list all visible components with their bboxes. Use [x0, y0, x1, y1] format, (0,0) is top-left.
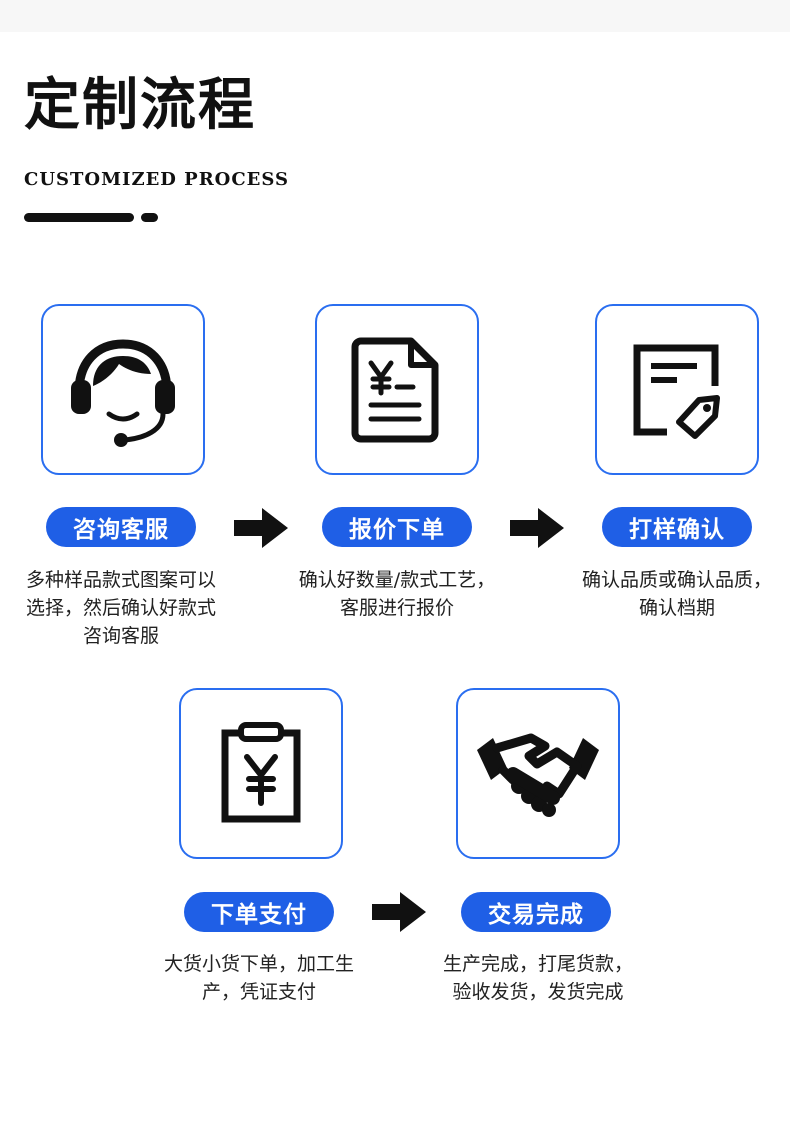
sample-tag-document-icon [633, 344, 720, 439]
handshake-icon [477, 733, 599, 817]
step-2-card [315, 304, 479, 475]
step-3-card [595, 304, 759, 475]
step-4-card [179, 688, 343, 859]
step-1-description: 多种样品款式图案可以选择，然后确认好款式咨询客服 [25, 569, 216, 647]
step-3-description: 确认品质或确认品质，确认档期 [581, 569, 772, 619]
title-underline-long [24, 213, 134, 222]
page-title: 定制流程 [24, 73, 256, 138]
step-2-label: 报价下单 [349, 517, 445, 543]
step-3-label-pill: 打样确认 [602, 507, 752, 547]
top-strip [0, 0, 790, 32]
step-2-label-pill: 报价下单 [322, 507, 472, 547]
step-5-description: 生产完成，打尾货款，验收发货，发货完成 [442, 953, 633, 1003]
arrow-right-icon [234, 508, 288, 548]
customer-service-headset-icon [71, 338, 175, 447]
step-5-card [456, 688, 620, 859]
yen-quote-document-icon [351, 337, 439, 442]
step-1-label: 咨询客服 [73, 517, 169, 543]
step-5-label-pill: 交易完成 [461, 892, 611, 932]
step-1-card [41, 304, 205, 475]
page-subtitle: CUSTOMIZED PROCESS [24, 169, 289, 190]
step-5-label: 交易完成 [488, 902, 584, 928]
step-4-label: 下单支付 [211, 902, 307, 928]
step-4-label-pill: 下单支付 [184, 892, 334, 932]
arrow-right-icon [510, 508, 564, 548]
step-2-description: 确认好数量/款式工艺，客服进行报价 [298, 569, 496, 619]
step-1-label-pill: 咨询客服 [46, 507, 196, 547]
title-underline-short [141, 213, 158, 222]
arrow-right-icon [372, 892, 426, 932]
step-3-label: 打样确认 [629, 517, 725, 543]
step-4-description: 大货小货下单，加工生产，凭证支付 [163, 953, 354, 1003]
yen-clipboard-icon [221, 721, 301, 822]
